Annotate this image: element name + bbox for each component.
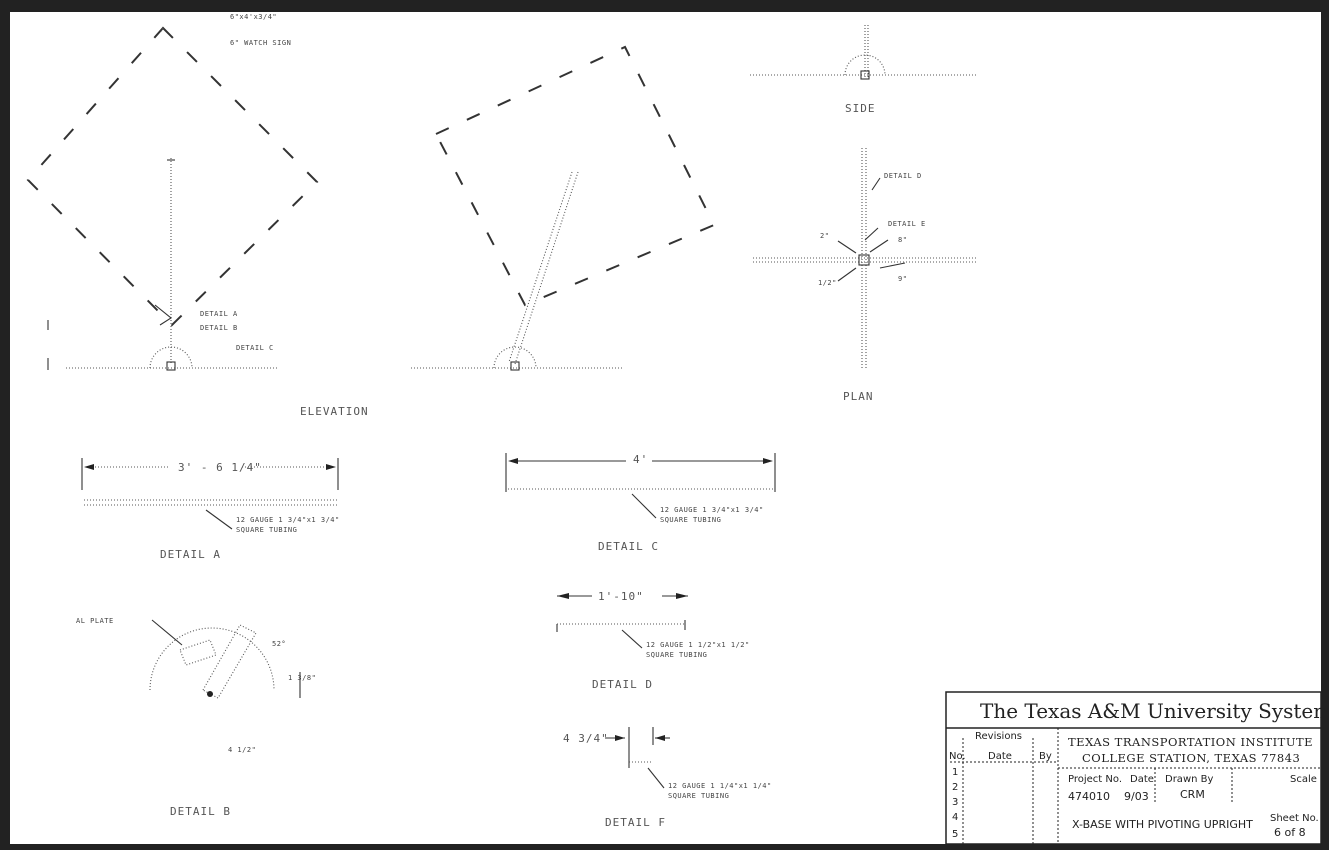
detail-f-note-1: 12 GAUGE 1 1/4"x1 1/4": [668, 782, 772, 790]
elevation-callout-b: DETAIL B: [200, 324, 238, 332]
revision-row-2: 2: [952, 782, 958, 793]
date-value: 9/03: [1124, 790, 1149, 803]
detail-c-note-1: 12 GAUGE 1 3/4"x1 3/4": [660, 506, 764, 514]
detail-c-note-2: SQUARE TUBING: [660, 516, 721, 524]
elevation-label: ELEVATION: [300, 405, 369, 418]
date-label: Date: [1130, 774, 1154, 785]
detail-c-dim: 4': [633, 453, 648, 466]
plan-dim-4: 1/2": [818, 279, 837, 287]
detail-f-label: DETAIL F: [605, 816, 666, 829]
pivoted-view: [411, 45, 716, 371]
sheet-number: 6 of 8: [1274, 826, 1306, 839]
detail-d: 1'-10" 12 GAUGE 1 1/2"x1 1/2" SQUARE TUB…: [556, 589, 750, 691]
detail-b-dim: 4 1/2": [228, 746, 256, 754]
revisions-header: Revisions: [975, 731, 1022, 742]
project-no: 474010: [1068, 790, 1110, 803]
detail-a-note-2: SQUARE TUBING: [236, 526, 297, 534]
revision-row-1: 1: [952, 767, 958, 778]
elevation-view: 6"x4'x3/4" 6" WATCH SIGN DETAIL A DETAIL…: [26, 13, 369, 418]
title-block-system: The Texas A&M University System: [980, 699, 1329, 723]
revision-row-3: 3: [952, 797, 958, 808]
side-view: SIDE: [750, 25, 978, 115]
detail-f: 4 3/4" 12 GAUGE 1 1/4"x1 1/4" SQUARE TUB…: [563, 727, 772, 829]
drawn-by-value: CRM: [1180, 788, 1205, 801]
drawing-title: X-BASE WITH PIVOTING UPRIGHT: [1072, 818, 1253, 831]
detail-a-label: DETAIL A: [160, 548, 221, 561]
plan-dim-1: 2": [820, 232, 829, 240]
detail-f-note-2: SQUARE TUBING: [668, 792, 729, 800]
project-no-label: Project No.: [1068, 774, 1122, 785]
plan-dim-3: 9": [898, 275, 907, 283]
detail-d-label: DETAIL D: [592, 678, 653, 691]
detail-b-angle-1: 52°: [272, 640, 286, 648]
detail-f-dim: 4 3/4": [563, 732, 609, 745]
detail-d-note-2: SQUARE TUBING: [646, 651, 707, 659]
detail-d-note-1: 12 GAUGE 1 1/2"x1 1/2": [646, 641, 750, 649]
elevation-callout-c: DETAIL C: [236, 344, 274, 352]
pivoted-post: [514, 171, 579, 365]
revisions-col-no: No.: [949, 751, 966, 762]
detail-b-arc: [149, 627, 275, 691]
plan-dim-2: 8": [898, 236, 907, 244]
detail-b-label: DETAIL B: [170, 805, 231, 818]
plan-label: PLAN: [843, 390, 874, 403]
scale-label: Scale: [1290, 774, 1317, 785]
plan-view: DETAIL D DETAIL E 2" 8" 9" 1/2" PLAN: [753, 148, 976, 403]
pivoted-sign-outline: [434, 45, 716, 307]
plan-callout-e: DETAIL E: [888, 220, 926, 228]
drawn-by-label: Drawn By: [1165, 774, 1213, 785]
detail-b: AL PLATE 52° 1 3/8" 4 1/2" DETAIL B: [76, 617, 316, 818]
sign-annotation-2: 6" WATCH SIGN: [230, 39, 291, 47]
elevation-sign-outline: [26, 26, 319, 327]
side-label: SIDE: [845, 102, 876, 115]
detail-a-note-1: 12 GAUGE 1 3/4"x1 3/4": [236, 516, 340, 524]
plan-callout-d: DETAIL D: [884, 172, 922, 180]
detail-c-label: DETAIL C: [598, 540, 659, 553]
institute-name: TEXAS TRANSPORTATION INSTITUTE: [1068, 735, 1313, 749]
detail-a: 3' - 6 1/4" 12 GAUGE 1 3/4"x1 3/4" SQUAR…: [81, 458, 340, 561]
detail-b-left: AL PLATE: [76, 617, 114, 625]
elevation-callout-a: DETAIL A: [200, 310, 238, 318]
sheet-label: Sheet No.: [1270, 813, 1319, 824]
institute-address: COLLEGE STATION, TEXAS 77843: [1082, 751, 1300, 765]
title-block: The Texas A&M University System Revision…: [945, 691, 1329, 845]
revisions-col-by: By: [1039, 751, 1052, 762]
revision-row-4: 4: [952, 812, 958, 823]
detail-b-angle-2: 1 3/8": [288, 674, 316, 682]
detail-d-dim: 1'-10": [598, 590, 644, 603]
revisions-col-date: Date: [988, 751, 1012, 762]
revision-row-5: 5: [952, 829, 958, 840]
sign-annotation-1: 6"x4'x3/4": [230, 13, 277, 21]
detail-a-dim: 3' - 6 1/4": [178, 461, 262, 474]
detail-c: 4' 12 GAUGE 1 3/4"x1 3/4" SQUARE TUBING …: [505, 452, 776, 553]
